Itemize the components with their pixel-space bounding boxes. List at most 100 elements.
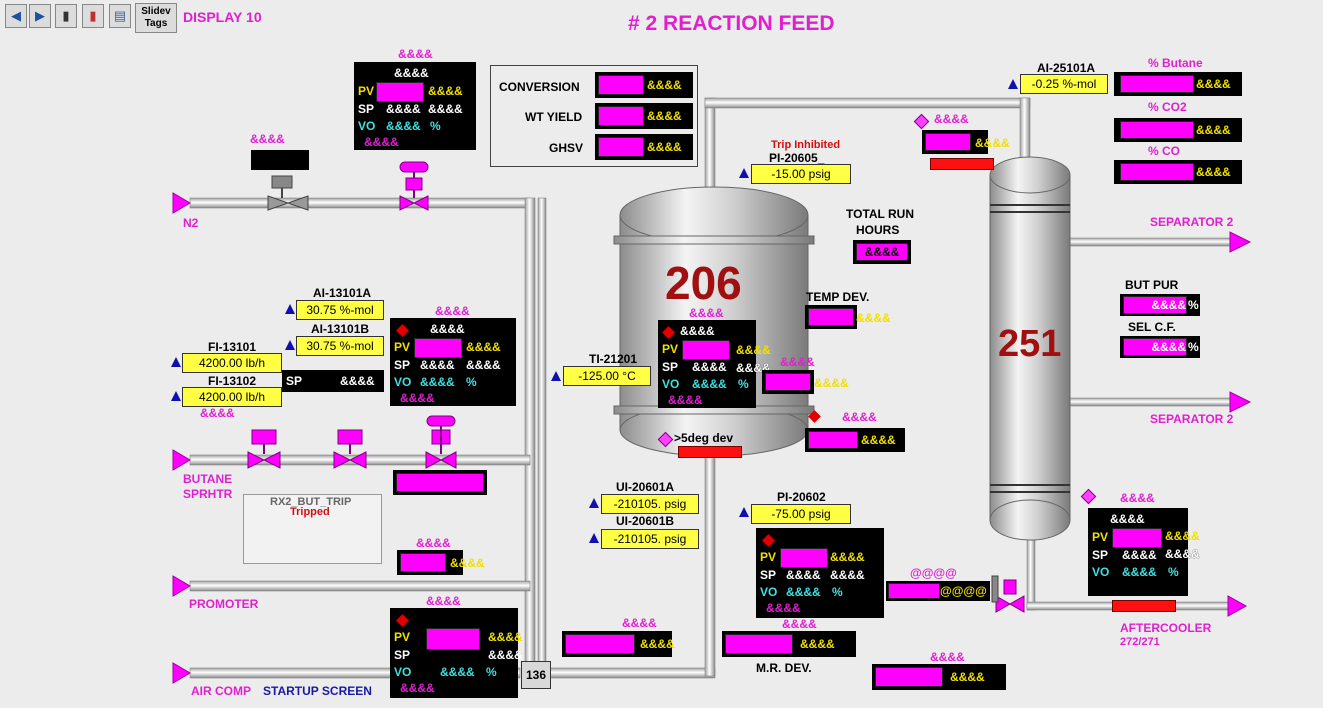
bottom-flow-tag: &&&& <box>622 616 657 630</box>
wt-yield-display[interactable]: &&&& <box>595 103 693 129</box>
fp6-sp-value: &&&& <box>1122 548 1157 562</box>
ghsv-display[interactable]: &&&& <box>595 134 693 160</box>
fi13102-value[interactable]: 4200.00 lb/h <box>182 387 282 407</box>
arrow-left-icon[interactable]: ◀ <box>5 4 27 28</box>
reactor-side-display[interactable] <box>762 370 814 394</box>
bottom-right-bar <box>875 667 943 687</box>
pct-co2-display[interactable]: &&&& <box>1114 118 1242 142</box>
detail-icon[interactable]: ▤ <box>109 4 131 28</box>
pct-co-label: % CO <box>1148 144 1181 158</box>
arrow-right-icon[interactable]: ▶ <box>29 4 51 28</box>
reactor-side-tag: &&&& <box>780 355 815 369</box>
startup-screen-link[interactable]: STARTUP SCREEN <box>263 684 372 698</box>
pct-co-display[interactable]: &&&& <box>1114 160 1242 184</box>
pct-co2-bar <box>1120 121 1194 139</box>
box-136[interactable]: 136 <box>521 661 551 689</box>
wt-yield-label: WT YIELD <box>525 110 583 124</box>
fp2-tag: &&&& <box>435 304 470 318</box>
ti21201-value[interactable]: -125.00 °C <box>563 366 651 386</box>
pct-butane-value: &&&& <box>1196 77 1231 91</box>
page-title: # 2 REACTION FEED <box>628 12 835 35</box>
fp1-tag: &&&& <box>398 47 433 61</box>
ai25101a-value[interactable]: -0.25 %-mol <box>1020 74 1108 94</box>
pct-co-value: &&&& <box>1196 165 1231 179</box>
n2-flow-display[interactable] <box>251 150 309 170</box>
pct-co-bar <box>1120 163 1194 181</box>
fp1-pv-label: PV <box>358 84 375 98</box>
fp3-sp-label: SP <box>394 648 411 662</box>
pi20602-faceplate[interactable]: PV &&&& SP &&&& &&&& VO &&&& % &&&& <box>756 528 884 618</box>
air-comp-faceplate[interactable]: PV &&&& SP &&&& VO &&&& % &&&& <box>390 608 523 698</box>
fp3-vo-unit: % <box>486 665 497 679</box>
alarm-triangle-icon <box>171 357 181 367</box>
pi20605-value[interactable]: -15.00 psig <box>751 164 851 184</box>
column-bottom-faceplate[interactable]: &&&& PV SP &&&& VO &&&& % <box>1088 508 1188 596</box>
fp2-pv-label: PV <box>394 340 411 354</box>
reactor-low-display[interactable]: &&&& <box>805 428 905 452</box>
ai13101a-value[interactable]: 30.75 %-mol <box>296 300 384 320</box>
but-pur-display[interactable]: &&&& % <box>1120 294 1200 316</box>
fp6-tag: &&&& <box>1120 491 1155 505</box>
fp5-vo-value: &&&& <box>786 585 821 599</box>
conversion-value: &&&& <box>647 78 682 92</box>
trip-status-box[interactable]: RX2_BUT_TRIP Tripped <box>243 494 382 564</box>
column-top-bar <box>925 133 971 151</box>
reactor-number: 206 <box>665 257 742 309</box>
mr-dev-display[interactable]: &&&& <box>722 631 856 657</box>
butane-valve-faceplate[interactable]: &&&& PV &&&& SP &&&& &&&& VO &&&& % &&&& <box>390 318 516 406</box>
alarm-triangle-icon <box>551 371 561 381</box>
alt-display[interactable]: @@@@ <box>886 581 990 601</box>
sp-display[interactable]: SP &&&& <box>282 370 384 392</box>
pi20602-value[interactable]: -75.00 psig <box>751 504 851 524</box>
fp4-sp-value: &&&& <box>692 360 727 374</box>
total-run-hours-display[interactable]: &&&& <box>853 240 911 264</box>
n2-valve-faceplate[interactable]: &&&& PV &&&& SP &&&& &&&& VO &&&& % &&&& <box>354 62 476 150</box>
ai13101b-value[interactable]: 30.75 %-mol <box>296 336 384 356</box>
alarm-triangle-icon <box>739 168 749 178</box>
pct-butane-display[interactable]: &&&& <box>1114 72 1242 96</box>
fi13101-value[interactable]: 4200.00 lb/h <box>182 353 282 373</box>
fp4-pv-label: PV <box>662 342 679 356</box>
fp4-sp-label: SP <box>662 360 679 374</box>
pi20602-tag: PI-20602 <box>777 490 826 504</box>
conversion-display[interactable]: &&&& <box>595 72 693 98</box>
pct-co2-label: % CO2 <box>1148 100 1187 114</box>
stream-promoter: PROMOTER <box>189 597 259 611</box>
butane-flow-display[interactable] <box>393 470 487 495</box>
but-pur-value: &&&& <box>1123 296 1187 314</box>
column-top-display[interactable] <box>922 130 988 154</box>
reactor-faceplate[interactable]: &&&& PV SP &&&& VO &&&& % &&&& <box>658 320 756 408</box>
fp1-pv-value: &&&& <box>428 84 463 98</box>
bottom-flow-display[interactable]: &&&& <box>562 631 675 657</box>
fp1-sp-value: &&&& <box>386 102 421 116</box>
promoter-bar <box>400 553 446 572</box>
fp4-vo-value: &&&& <box>692 377 727 391</box>
slidev-tags-button[interactable]: Slidev Tags <box>135 3 177 33</box>
fp2-header: &&&& <box>430 322 465 336</box>
fi13102-tag: FI-13102 <box>208 374 257 388</box>
fp1-sp-value2: &&&& <box>428 102 463 116</box>
butane-flow-bar <box>396 473 484 492</box>
reactor-low-bar <box>808 431 858 449</box>
mr-dev-tag: &&&& <box>782 617 817 631</box>
trip-inhibited-label: Trip Inhibited <box>771 139 841 151</box>
sel-cf-display[interactable]: &&&& % <box>1120 336 1200 358</box>
ui20601a-value[interactable]: -210105. psig <box>601 494 699 514</box>
alarm-diamond-icon <box>396 324 409 337</box>
group-icon[interactable]: ▮ <box>82 4 104 28</box>
temp-dev-display[interactable] <box>805 305 857 329</box>
ui20601b-value[interactable]: -210105. psig <box>601 529 699 549</box>
stream-sprhtr: SPRHTR <box>183 487 233 501</box>
aftercooler-alarm-bar <box>1112 600 1176 612</box>
fp6-vo-unit: % <box>1168 565 1179 579</box>
fp2-pv-value: &&&& <box>466 340 501 354</box>
bottom-right-display[interactable]: &&&& <box>872 664 1006 690</box>
mr-dev-value: &&&& <box>800 637 835 651</box>
trend-icon[interactable]: ▮ <box>55 4 77 28</box>
alarm-triangle-icon <box>171 391 181 401</box>
promoter-display[interactable] <box>397 550 463 575</box>
fi13101-tag: FI-13101 <box>208 340 257 354</box>
reactor-side-bar <box>765 373 811 391</box>
fp2-sp-value: &&&& <box>420 358 455 372</box>
